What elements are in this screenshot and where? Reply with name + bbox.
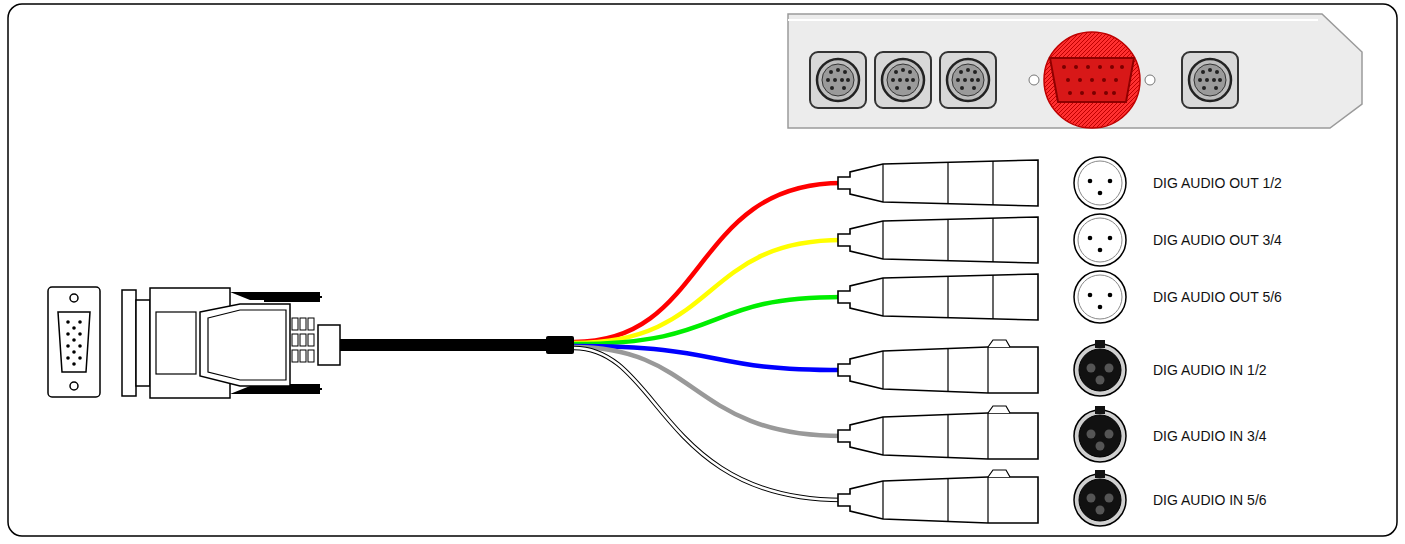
port-label: DIG AUDIO OUT 1/2 bbox=[1153, 175, 1282, 191]
port-label: DIG AUDIO IN 5/6 bbox=[1153, 492, 1267, 508]
port-label: DIG AUDIO OUT 3/4 bbox=[1153, 232, 1282, 248]
port-label: DIG AUDIO IN 1/2 bbox=[1153, 362, 1267, 378]
port-label: DIG AUDIO OUT 5/6 bbox=[1153, 289, 1282, 305]
port-label: DIG AUDIO IN 3/4 bbox=[1153, 428, 1267, 444]
